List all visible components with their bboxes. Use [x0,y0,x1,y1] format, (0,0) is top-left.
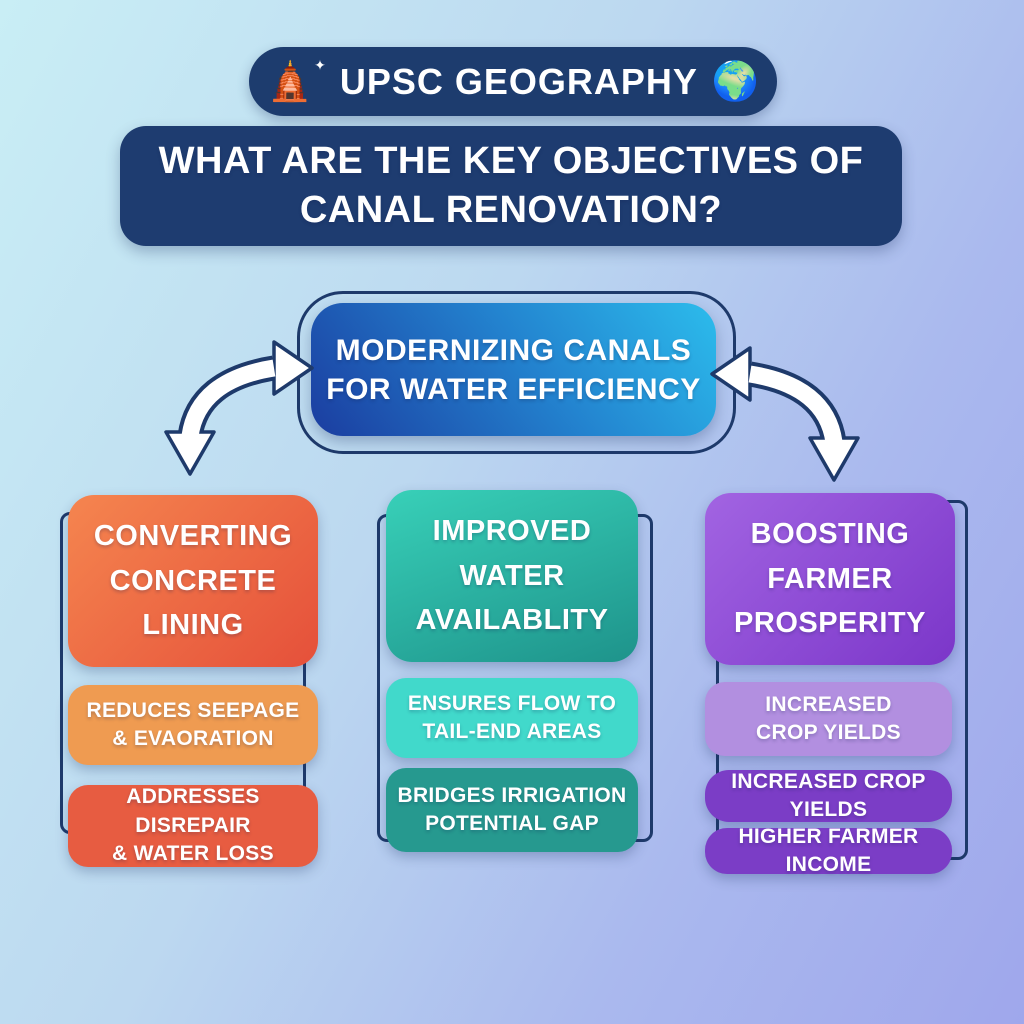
column-3-header: BOOSTING FARMER PROSPERITY [705,493,955,665]
column-2-item-1-label: ENSURES FLOW TO TAIL-END AREAS [407,691,617,743]
center-box-label: MODERNIZING CANALS FOR WATER EFFICIENCY [326,333,701,406]
header-badge: 🛕 ✦ UPSC GEOGRAPHY 🌍 [249,47,777,116]
column-3-item-1: INCREASED CROP YIELDS [705,682,952,756]
globe-icon: 🌍 [711,60,760,103]
column-1-item-2: ADDRESSES DISREPAIR & WATER LOSS [68,785,318,867]
column-3-header-label: BOOSTING FARMER PROSPERITY [734,517,926,640]
column-3-item-2: INCREASED CROP YIELDS [705,770,952,822]
page-title: WHAT ARE THE KEY OBJECTIVES OF CANAL REN… [158,140,864,231]
column-2-header-label: IMPROVED WATER AVAILABLITY [415,514,609,637]
badge-label: UPSC GEOGRAPHY [339,60,698,102]
column-2-item-2: BRIDGES IRRIGATION POTENTIAL GAP [386,768,638,852]
column-1-header: CONVERTING CONCRETE LINING [68,495,318,667]
curved-arrow-left-icon [164,340,314,476]
column-1-item-1: REDUCES SEEPAGE & EVAORATION [68,685,318,765]
sparkle-icon: ✦ [314,57,326,73]
title-box: WHAT ARE THE KEY OBJECTIVES OF CANAL REN… [120,126,902,246]
column-3-item-2-label: INCREASED CROP YIELDS [731,769,926,821]
column-1-header-label: CONVERTING CONCRETE LINING [93,519,293,642]
column-1-item-2-label: ADDRESSES DISREPAIR & WATER LOSS [112,785,274,866]
column-1-item-1-label: REDUCES SEEPAGE & EVAORATION [86,698,300,750]
column-2-header: IMPROVED WATER AVAILABLITY [386,490,638,662]
column-3-item-3-label: HIGHER FARMER INCOME [738,824,919,876]
center-box: MODERNIZING CANALS FOR WATER EFFICIENCY [311,303,716,436]
curved-arrow-right-icon [710,346,860,482]
column-2-item-2-label: BRIDGES IRRIGATION POTENTIAL GAP [397,783,627,835]
column-3-item-3: HIGHER FARMER INCOME [705,825,952,876]
temple-icon: 🛕 [266,60,315,103]
column-3-item-1-label: INCREASED CROP YIELDS [756,692,901,744]
column-2-item-1: ENSURES FLOW TO TAIL-END AREAS [386,678,638,758]
